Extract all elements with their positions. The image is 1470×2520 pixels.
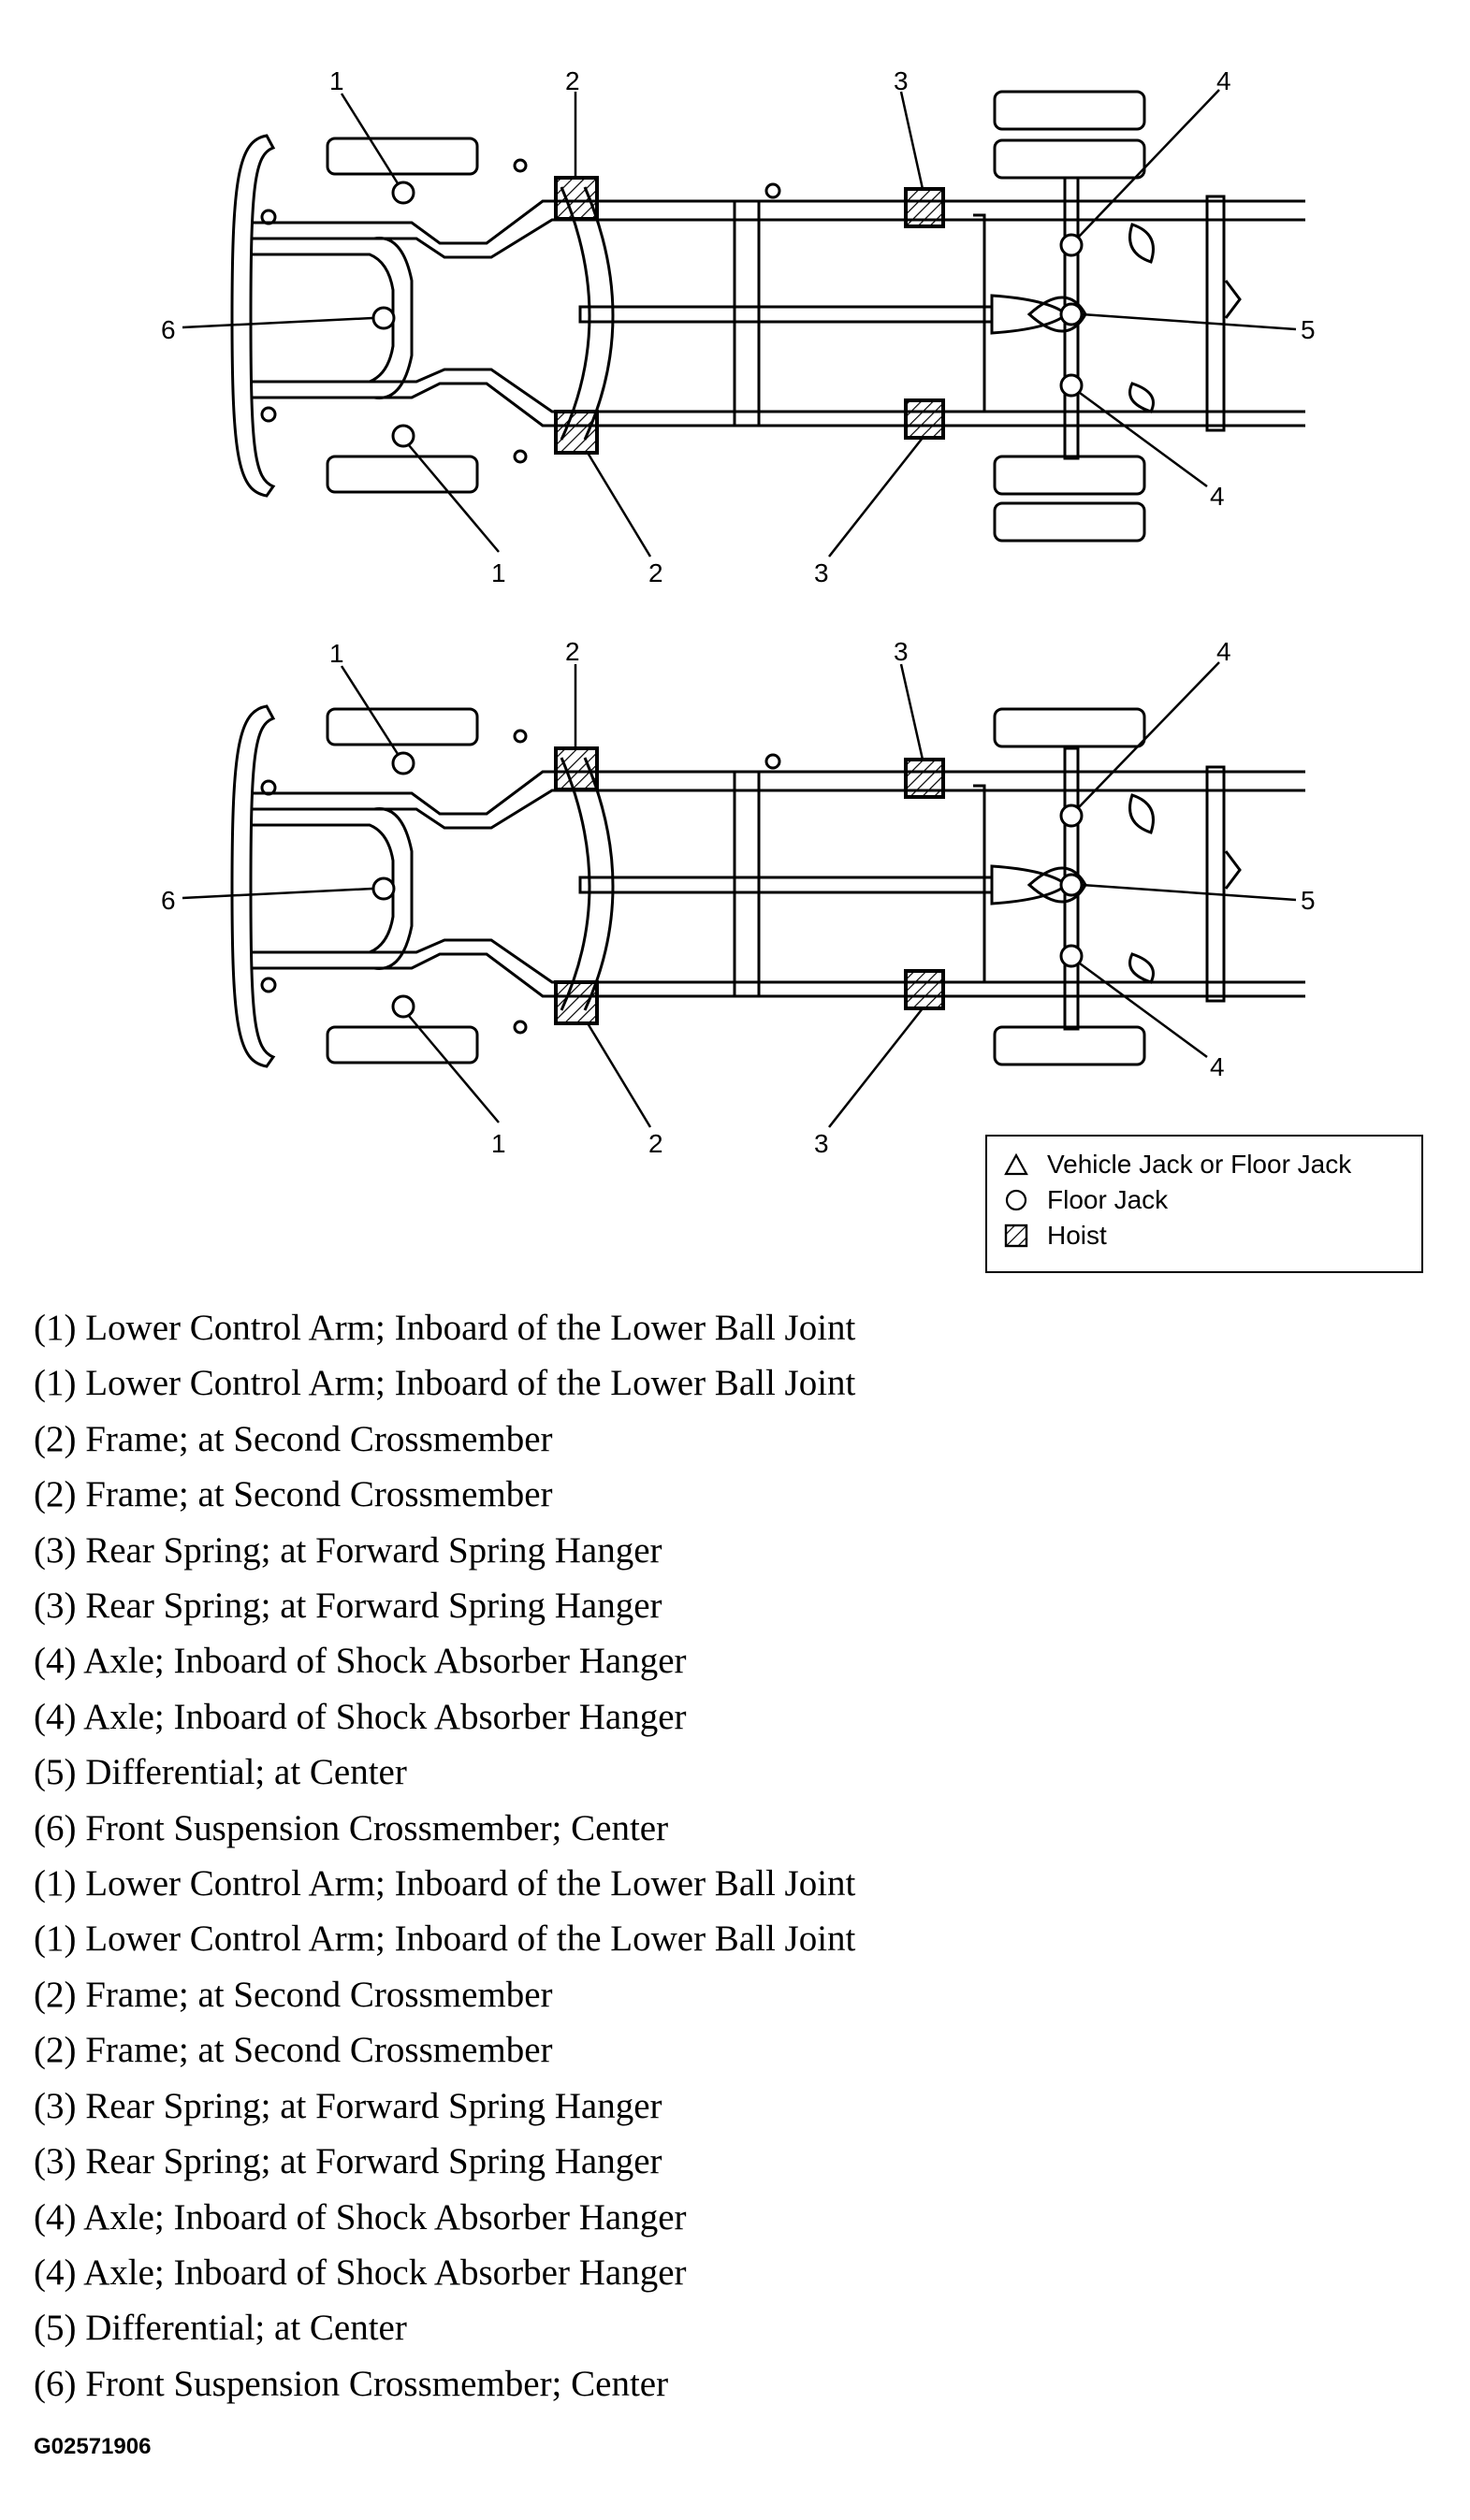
callout-3-top-a: 3 [894,66,909,95]
list-item: (3) Rear Spring; at Forward Spring Hange… [34,1529,662,1571]
circle-icon [1005,1189,1027,1211]
list-item: (6) Front Suspension Crossmember; Center [34,2363,669,2404]
lift-point-descriptions: (1) Lower Control Arm; Inboard of the Lo… [34,1300,855,2411]
second-crossmember [560,186,591,441]
callout-2-top-b: 2 [648,558,663,587]
triangle-icon [1004,1152,1028,1176]
list-item: (1) Lower Control Arm; Inboard of the Lo… [34,1363,856,1404]
list-item: (2) Frame; at Second Crossmember [34,1974,553,2015]
list-item: (3) Rear Spring; at Forward Spring Hange… [34,2085,662,2126]
callout-1-bottom-a: 1 [329,639,344,668]
list-item: (4) Axle; Inboard of Shock Absorber Hang… [34,2252,687,2293]
callout-3-top-b: 3 [814,558,829,587]
rear-tire-left-inner [993,138,1146,180]
callout-2-bottom-b: 2 [648,1129,663,1158]
jack-point-1-top [391,181,415,205]
hoist-point-3-top [904,187,945,228]
list-item: (2) Frame; at Second Crossmember [34,2030,553,2071]
figure-code: G02571906 [34,2434,152,2459]
list-item: (5) Differential; at Center [34,1752,407,1793]
callout-2-top-a: 2 [565,66,580,95]
legend-label: Hoist [1047,1221,1107,1250]
list-item: (1) Lower Control Arm; Inboard of the Lo… [34,1919,856,1960]
callout-6-top: 6 [161,315,176,344]
front-bumper [230,134,276,498]
callout-6-bottom: 6 [161,886,176,915]
rear-tire-right-inner [993,501,1146,543]
rear-tire-left-outer [993,90,1146,131]
list-item: (4) Axle; Inboard of Shock Absorber Hang… [34,2196,687,2238]
jack-point-5 [1059,302,1084,326]
lift-points-diagram-top: 1 1 2 2 3 3 4 4 5 6 [0,0,1470,599]
jack-point-1-bottom [391,424,415,448]
rear-crossmember [973,213,986,413]
frame-rail-right [251,382,1305,427]
jack-point-4-bottom [1059,373,1084,398]
callout-4-top-b: 4 [1210,482,1225,511]
callout-5-top: 5 [1301,315,1316,344]
callout-4-bottom-b: 4 [1210,1052,1225,1081]
list-item: (3) Rear Spring; at Forward Spring Hange… [34,2141,662,2182]
list-item: (6) Front Suspension Crossmember; Center [34,1807,669,1848]
list-item: (2) Frame; at Second Crossmember [34,1474,553,1515]
legend-item-floor-jack: Floor Jack [1004,1183,1168,1217]
mid-crossmember [733,199,761,427]
hatched-square-icon [1004,1224,1028,1248]
hoist-point-2-bottom [554,410,599,455]
list-item: (4) Axle; Inboard of Shock Absorber Hang… [34,1696,687,1737]
callout-4-top-a: 4 [1216,66,1231,95]
front-tire-left [326,137,479,176]
lift-points-diagram-bottom: 1 1 2 2 3 3 4 4 5 6 [0,599,1470,1179]
list-item: (1) Lower Control Arm; Inboard of the Lo… [34,1863,856,1904]
frame-rail-left [251,199,1305,245]
callout-1-top-a: 1 [329,66,344,95]
list-item: (3) Rear Spring; at Forward Spring Hange… [34,1586,662,1627]
jack-point-6 [371,306,396,330]
list-item: (5) Differential; at Center [34,2308,407,2349]
legend: Vehicle Jack or Floor Jack Floor Jack Ho… [985,1135,1423,1273]
list-item: (1) Lower Control Arm; Inboard of the Lo… [34,1308,856,1348]
callout-1-bottom-b: 1 [491,1129,506,1158]
legend-item-jack: Vehicle Jack or Floor Jack [1004,1148,1351,1181]
rear-tire-right-outer [993,455,1146,496]
jack-point-4-top [1059,233,1084,257]
list-item: (4) Axle; Inboard of Shock Absorber Hang… [34,1641,687,1682]
legend-label: Floor Jack [1047,1185,1169,1214]
legend-label: Vehicle Jack or Floor Jack [1047,1150,1352,1179]
callout-3-bottom-b: 3 [814,1129,829,1158]
driveshaft [578,305,994,324]
callout-5-bottom: 5 [1301,886,1316,915]
legend-item-hoist: Hoist [1004,1219,1107,1253]
callout-4-bottom-a: 4 [1216,637,1231,666]
list-item: (2) Frame; at Second Crossmember [34,1418,553,1459]
callout-2-bottom-a: 2 [565,637,580,666]
hoist-point-3-bottom [904,398,945,440]
front-tire-right [326,455,479,494]
callout-1-top-b: 1 [491,558,506,587]
callout-3-bottom-a: 3 [894,637,909,666]
hoist-point-2-top [554,176,599,221]
